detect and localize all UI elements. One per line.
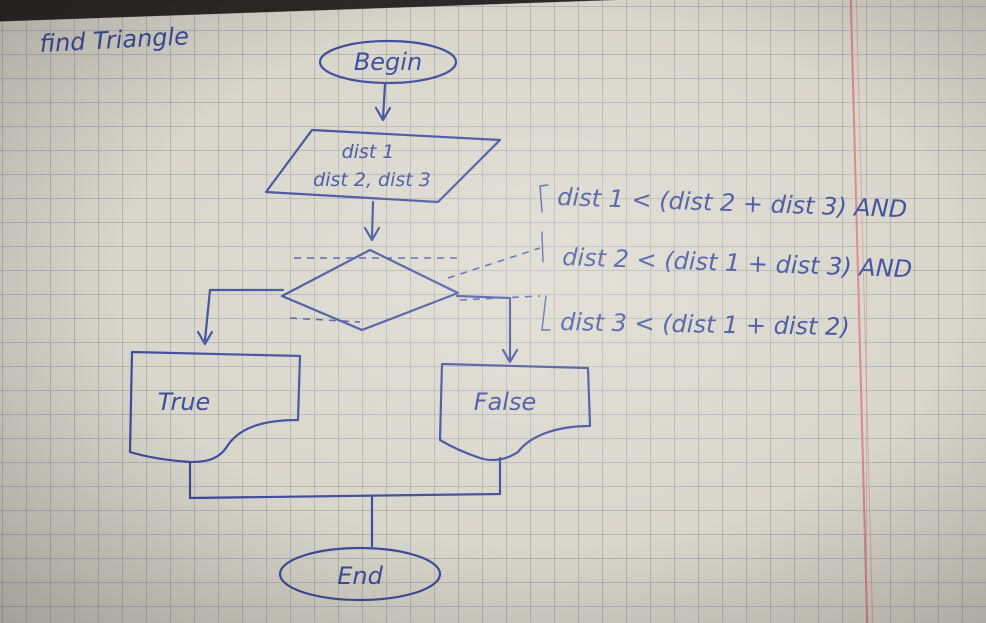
bracket-mid xyxy=(541,231,544,263)
branch-right-line xyxy=(455,294,512,362)
end-terminal xyxy=(278,546,442,602)
input-parallelogram xyxy=(264,128,502,204)
arrow-head-left xyxy=(196,330,214,346)
bracket-bottom xyxy=(541,295,551,331)
input-line-2: dist 2, dist 3 xyxy=(313,169,431,191)
bracket-top xyxy=(539,184,549,213)
merge-line xyxy=(188,456,502,500)
true-label: True xyxy=(158,388,211,416)
decision-diamond xyxy=(280,248,460,332)
condition-line-3: dist 3 < (dist 1 + dist 2) xyxy=(560,308,850,341)
begin-label: Begin xyxy=(354,48,422,76)
branch-left-line xyxy=(203,288,285,342)
flowchart-title: find Triangle xyxy=(39,22,190,58)
false-label: False xyxy=(474,388,536,416)
arrow-begin-to-input xyxy=(381,83,387,120)
arrow-input-to-decision xyxy=(370,200,375,240)
condition-link-dash xyxy=(447,247,541,279)
arrow-head-right xyxy=(501,348,519,364)
input-line-1: dist 1 xyxy=(342,141,395,163)
end-label: End xyxy=(337,562,383,590)
page-top-edge xyxy=(0,0,986,36)
false-output-shape xyxy=(438,362,592,462)
arrow-head-1 xyxy=(374,106,392,122)
true-output-shape xyxy=(128,350,302,464)
guide-dash-bottom xyxy=(289,317,361,323)
condition-line-2: dist 2 < (dist 1 + dist 3) AND xyxy=(562,243,913,283)
begin-terminal xyxy=(318,39,458,85)
condition-line-1: dist 1 < (dist 2 + dist 3) AND xyxy=(557,183,908,223)
arrow-head-2 xyxy=(363,226,381,242)
